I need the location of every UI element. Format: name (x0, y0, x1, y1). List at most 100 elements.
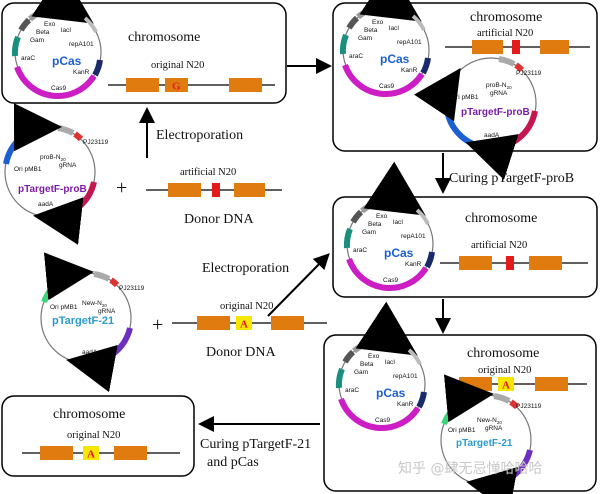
svg-text:repA101: repA101 (69, 41, 94, 48)
donor-dna-label-1: Donor DNA (184, 212, 254, 227)
svg-text:pCas: pCas (380, 52, 410, 66)
plus-sign-1: + (116, 177, 127, 199)
n20-label-1: original N20 (151, 60, 204, 71)
chromosome-track-3 (440, 256, 588, 270)
svg-text:PJ23119: PJ23119 (516, 70, 542, 77)
svg-text:PJ23119: PJ23119 (516, 403, 542, 410)
svg-text:Exo: Exo (372, 19, 384, 26)
svg-text:PJ23119: PJ23119 (83, 139, 109, 146)
svg-text:Beta: Beta (368, 221, 382, 228)
svg-text:araC: araC (21, 55, 35, 62)
svg-text:aadA: aadA (82, 349, 98, 356)
svg-text:aadA: aadA (38, 201, 54, 208)
svg-text:Gam: Gam (362, 229, 376, 236)
chromosome-box-2 (332, 2, 598, 152)
chromosome-track-4: A (452, 377, 587, 392)
svg-text:Beta: Beta (364, 27, 378, 34)
svg-text:New-N20: New-N20 (82, 300, 107, 308)
svg-text:New-N20: New-N20 (477, 417, 502, 425)
svg-text:Exo: Exo (376, 213, 388, 220)
pcas-plasmid-2: Exo lacI Beta Gam repA101 araC pCas KanR… (343, 7, 429, 94)
chromosome-label-1: chromosome (128, 30, 200, 45)
svg-text:PJ23119: PJ23119 (119, 285, 145, 292)
svg-text:proB-N20: proB-N20 (40, 154, 66, 162)
donor-dna-track-2: A (172, 316, 327, 331)
svg-text:A: A (87, 449, 95, 461)
ptargetf-21-plasmid-1: PJ23119 New-N20 gRNA Ori pMB1 pTargetF-2… (41, 252, 145, 393)
chromosome-label-3: chromosome (465, 211, 537, 226)
svg-text:lacI: lacI (393, 219, 403, 226)
chromosome-track-1: G (108, 78, 275, 93)
svg-text:KanR: KanR (401, 67, 418, 74)
svg-text:Exo: Exo (368, 353, 380, 360)
plus-sign-2: + (152, 314, 163, 336)
pcas-plasmid-4: Exo lacI Beta Gam repA101 araC pCas KanR… (339, 341, 425, 428)
curing-probe-label: Curing pTargetF-proB (449, 171, 574, 186)
svg-text:pTargetF-proB: pTargetF-proB (461, 107, 530, 118)
curing-21-label-line2: and pCas (207, 455, 259, 470)
svg-text:KanR: KanR (397, 401, 414, 408)
chromosome-track-2 (445, 40, 590, 54)
svg-text:araC: araC (349, 53, 363, 60)
donor-dna-track-1 (146, 183, 282, 197)
svg-text:Ori pMB1: Ori pMB1 (50, 304, 78, 311)
pcas-plasmid-3: Exo lacI Beta Gam repA101 araC pCas KanR… (347, 201, 433, 288)
svg-text:Beta: Beta (360, 361, 374, 368)
svg-text:lacI: lacI (61, 27, 71, 34)
svg-text:Cas9: Cas9 (375, 417, 391, 424)
svg-text:pTargetF-21: pTargetF-21 (456, 438, 513, 449)
svg-text:lacI: lacI (385, 359, 395, 366)
svg-text:G: G (172, 81, 181, 93)
svg-text:araC: araC (353, 247, 367, 254)
svg-text:Cas9: Cas9 (383, 277, 399, 284)
n20-label-2: artificial N20 (477, 28, 533, 39)
chromosome-box-4 (323, 334, 597, 492)
ptargetf-probe-plasmid-2: PJ23119 proB-N20 gRNA Ori pMB1 pTargetF-… (414, 58, 542, 180)
svg-text:Exo: Exo (44, 21, 56, 28)
curing-21-label-line1: Curing pTargetF-21 (200, 437, 311, 452)
svg-text:A: A (502, 380, 510, 392)
svg-text:pCas: pCas (384, 246, 414, 260)
arrow-electroporation-2 (267, 253, 330, 317)
svg-text:Ori pMB1: Ori pMB1 (448, 427, 476, 434)
chromosome-label-4: chromosome (467, 346, 539, 361)
svg-text:Cas9: Cas9 (51, 85, 67, 92)
svg-text:proB-N20: proB-N20 (486, 82, 512, 90)
watermark: 知乎 @肆无忌惮哈哈哈 (398, 460, 542, 477)
svg-text:Cas9: Cas9 (379, 83, 395, 90)
chromosome-box-1 (1, 2, 287, 104)
electroporation-label-2: Electroporation (202, 261, 289, 276)
svg-text:Ori pMB1: Ori pMB1 (14, 166, 42, 173)
svg-text:pCas: pCas (52, 54, 82, 68)
svg-text:araC: araC (345, 387, 359, 394)
svg-text:pCas: pCas (376, 386, 406, 400)
svg-text:gRNA: gRNA (59, 162, 77, 169)
svg-text:pTargetF-21: pTargetF-21 (52, 315, 114, 327)
electroporation-label-1: Electroporation (156, 128, 243, 143)
chromosome-box-3 (332, 196, 598, 298)
svg-text:pTargetF-proB: pTargetF-proB (18, 184, 87, 195)
pcas-plasmid-1: Exo lacI Beta Gam repA101 araC pCas KanR… (15, 9, 101, 96)
chromosome-label-2: chromosome (470, 10, 542, 25)
n20-label-donor-1: artificial N20 (180, 167, 236, 178)
svg-text:gRNA: gRNA (485, 425, 503, 432)
svg-text:repA101: repA101 (401, 233, 426, 240)
n20-label-5: original N20 (67, 430, 120, 441)
svg-text:Beta: Beta (36, 29, 50, 36)
n20-label-4: original N20 (478, 365, 531, 376)
svg-text:Gam: Gam (358, 35, 372, 42)
svg-text:Gam: Gam (354, 369, 368, 376)
chromosome-box-5 (1, 395, 195, 477)
svg-text:gRNA: gRNA (98, 308, 116, 315)
chromosome-track-5: A (22, 446, 180, 461)
ptargetf-21-plasmid-2: PJ23119 New-N20 gRNA Ori pMB1 pTargetF-2… (441, 374, 542, 494)
n20-label-donor-2: original N20 (220, 301, 273, 312)
svg-text:aadA: aadA (484, 132, 500, 139)
ptargetf-probe-plasmid-1: PJ23119 proB-N20 gRNA Ori pMB1 pTargetF-… (5, 103, 109, 245)
svg-text:Ori pMB1: Ori pMB1 (451, 94, 479, 101)
svg-text:KanR: KanR (73, 69, 90, 76)
svg-text:A: A (240, 319, 248, 331)
svg-text:gRNA: gRNA (490, 90, 508, 97)
svg-text:repA101: repA101 (393, 373, 418, 380)
